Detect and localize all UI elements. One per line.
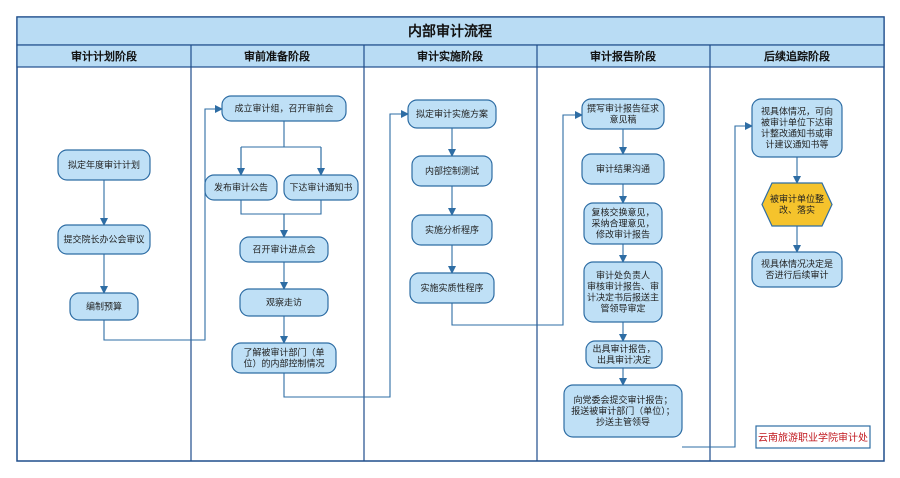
lane-header-report: 审计报告阶段	[590, 49, 656, 63]
lane-header-followup: 后续追踪阶段	[764, 49, 830, 63]
node-shape-s2	[411, 155, 493, 187]
flow-node-s4: 实施实质性程序	[409, 272, 495, 304]
node-shape-r3	[583, 202, 663, 245]
node-label-s2-0: 内部控制测试	[425, 165, 479, 177]
node-label-r3-0: 复核交换意见，	[591, 207, 654, 219]
node-label-f1-3: 计建议通知书等	[765, 139, 828, 151]
node-shape-r5	[585, 340, 663, 369]
flow-node-r2: 审计结果沟通	[581, 153, 665, 185]
node-shape-r6	[563, 384, 683, 438]
node-label-r4-0: 审计处负责人	[596, 270, 650, 282]
node-label-a6-0: 了解被审计部门（单	[243, 347, 324, 359]
node-label-r6-0: 向党委会提交审计报告；	[573, 394, 672, 406]
node-label-r1-0: 撰写审计报告征求	[587, 103, 659, 115]
flow-node-p2: 提交院长办公会审议	[57, 224, 151, 255]
node-shape-a6	[231, 342, 337, 374]
node-label-s3-0: 实施分析程序	[425, 224, 479, 236]
flow-node-a5: 观察走访	[239, 288, 329, 317]
node-label-s1-0: 拟定审计实施方案	[416, 108, 488, 120]
node-label-r5-1: 出具审计决定	[597, 354, 651, 366]
node-label-a3-0: 下达审计通知书	[289, 182, 352, 194]
diagram-title: 内部审计流程	[408, 23, 492, 40]
lane-header-implement: 审计实施阶段	[417, 49, 483, 63]
note-text: 云南旅游职业学院审计处	[758, 431, 868, 444]
lane-header-plan: 审计计划阶段	[71, 49, 137, 63]
node-label-f1-2: 计整改通知书或审	[761, 128, 833, 140]
node-shape-p2	[57, 224, 151, 255]
connectors	[100, 105, 801, 448]
node-label-r4-2: 计决定书后报送主	[587, 292, 659, 304]
flow-node-a3: 下达审计通知书	[283, 174, 359, 201]
node-shape-f2	[761, 182, 833, 227]
node-label-a2-0: 发布审计公告	[214, 182, 268, 194]
node-shape-r4	[583, 261, 663, 323]
flow-node-r6: 向党委会提交审计报告；报送被审计部门（单位）；抄送主管领导	[563, 384, 683, 438]
node-label-r2-0: 审计结果沟通	[596, 163, 650, 175]
node-label-a5-0: 观察走访	[266, 297, 302, 309]
node-label-r5-0: 出具审计报告，	[592, 343, 655, 355]
flow-node-s1: 拟定审计实施方案	[407, 99, 497, 129]
node-label-r1-1: 意见稿	[609, 114, 636, 126]
node-shape-s4	[409, 272, 495, 304]
node-label-f2-1: 改、落实	[779, 204, 815, 216]
flow-node-p1: 拟定年度审计计划	[57, 149, 151, 181]
node-shape-a5	[239, 288, 329, 317]
node-label-f2-0: 被审计单位整	[770, 193, 824, 205]
lane-header-prep: 审前准备阶段	[244, 49, 310, 63]
node-shape-s3	[411, 214, 493, 246]
node-shape-f3	[751, 251, 843, 288]
lane-dividers	[190, 45, 711, 461]
node-label-r3-2: 修改审计报告	[596, 229, 650, 241]
node-label-p1-0: 拟定年度审计计划	[68, 159, 140, 171]
flow-node-r5: 出具审计报告，出具审计决定	[585, 340, 663, 369]
flow-node-r3: 复核交换意见，采纳合理意见，修改审计报告	[583, 202, 663, 245]
node-shape-p1	[57, 149, 151, 181]
flow-node-a1: 成立审计组，召开审前会	[221, 95, 347, 122]
note-box	[755, 425, 871, 449]
node-shape-a3	[283, 174, 359, 201]
flow-node-p3: 编制预算	[69, 292, 139, 321]
node-label-f3-1: 否进行后续审计	[765, 269, 828, 281]
flow-node-s2: 内部控制测试	[411, 155, 493, 187]
node-shape-a1	[221, 95, 347, 122]
node-label-f3-0: 视具体情况决定是	[761, 258, 833, 270]
node-label-a4-0: 召开审计进点会	[252, 244, 315, 256]
node-label-a1-0: 成立审计组，召开审前会	[234, 103, 333, 115]
node-label-f1-1: 被审计单位下达审	[761, 117, 833, 129]
node-label-r4-3: 管领导审定	[600, 303, 645, 315]
lane-header-bar	[16, 44, 885, 68]
node-label-r3-1: 采纳合理意见，	[591, 218, 654, 230]
node-shape-r1	[581, 98, 665, 130]
node-shape-r2	[581, 153, 665, 185]
flow-node-a6: 了解被审计部门（单位）的内部控制情况	[231, 342, 337, 374]
flow-node-a4: 召开审计进点会	[239, 236, 329, 263]
node-label-s4-0: 实施实质性程序	[420, 282, 483, 294]
node-label-r6-1: 报送被审计部门（单位）；	[571, 405, 675, 417]
node-label-p2-0: 提交院长办公会审议	[63, 234, 144, 246]
node-shape-a4	[239, 236, 329, 263]
node-shape-a2	[204, 174, 278, 201]
node-label-a6-1: 位）的内部控制情况	[243, 358, 324, 370]
flow-node-a2: 发布审计公告	[204, 174, 278, 201]
node-label-r6-2: 抄送主管领导	[596, 416, 650, 428]
flow-node-s3: 实施分析程序	[411, 214, 493, 246]
node-shape-f1	[751, 98, 843, 158]
node-label-f1-0: 视具体情况，可向	[761, 106, 833, 118]
node-label-r4-1: 审核审计报告、审	[587, 281, 659, 293]
node-label-p3-0: 编制预算	[86, 301, 122, 313]
title-bar	[16, 16, 885, 46]
node-shape-s1	[407, 99, 497, 129]
node-shape-p3	[69, 292, 139, 321]
